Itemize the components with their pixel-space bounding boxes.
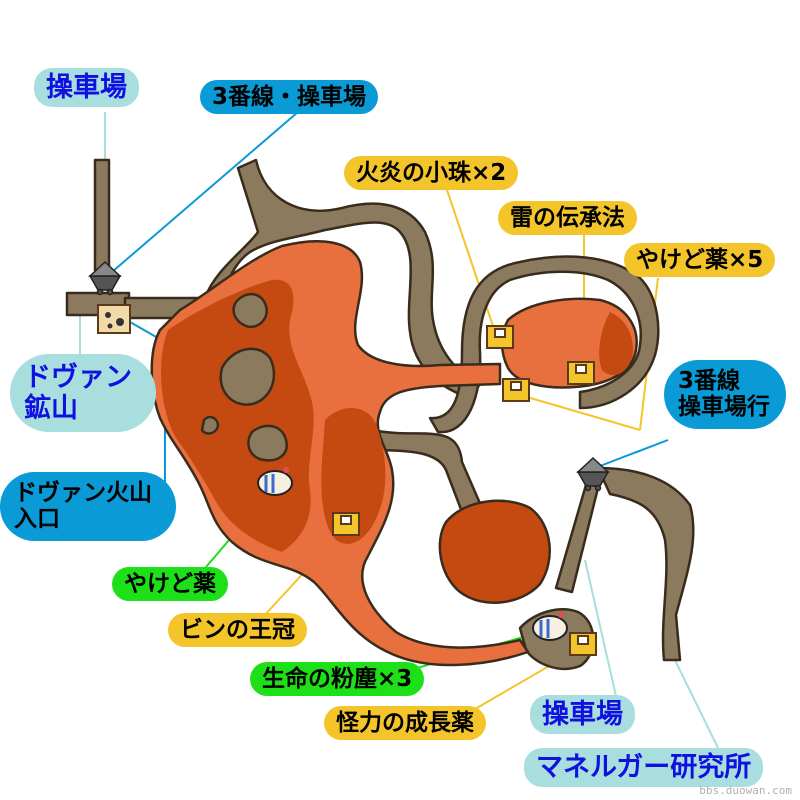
mine-cart-icon — [576, 456, 610, 492]
rock-corridor-east — [596, 466, 695, 662]
label-line3-yard: 3番線・操車場 — [200, 80, 379, 115]
label-life-powder: 生命の粉塵×3 — [250, 662, 425, 697]
label-burn-medicine5: やけど薬×5 — [624, 243, 776, 278]
label-burn-medicine: やけど薬 — [112, 567, 228, 602]
label-bin-crown: ビンの王冠 — [168, 613, 307, 648]
label-strength-medicine: 怪力の成長薬 — [324, 706, 486, 741]
rock-corridor-upper-right — [428, 255, 660, 434]
lava-round-pool — [438, 499, 551, 604]
mine-cart-icon — [88, 260, 122, 296]
label-thunder-art: 雷の伝承法 — [498, 201, 637, 236]
lava-deep-right — [599, 312, 634, 376]
treasure-chest-icon — [502, 378, 530, 402]
label-duvan-volcano-entrance: ドヴァン火山 入口 — [0, 472, 176, 541]
label-duvan-mine: ドヴァン 鉱山 — [10, 354, 156, 433]
rock-path-southeast — [554, 476, 602, 594]
rail-pole-left — [93, 158, 111, 272]
watermark: bbs.duowan.com — [699, 784, 792, 797]
enemy-monster-icon — [532, 612, 568, 641]
label-yard-bottom: 操車場 — [530, 695, 635, 735]
treasure-chest-icon — [486, 325, 514, 349]
label-manelgar-lab: マネルガー研究所 — [524, 748, 764, 788]
lava-deep-center — [321, 408, 386, 544]
rock-islands — [200, 293, 288, 462]
label-fire-orb: 火炎の小珠×2 — [344, 156, 519, 191]
treasure-chest-icon — [569, 632, 597, 656]
treasure-chest-icon — [332, 512, 360, 536]
npc-house-icon — [97, 304, 131, 334]
label-line3-yard-bound: 3番線 操車場行 — [664, 360, 786, 429]
enemy-monster-icon — [257, 467, 293, 496]
treasure-chests — [332, 325, 597, 656]
label-yard-top: 操車場 — [34, 68, 139, 108]
treasure-chest-icon — [567, 361, 595, 385]
enemy-markers — [257, 467, 568, 641]
